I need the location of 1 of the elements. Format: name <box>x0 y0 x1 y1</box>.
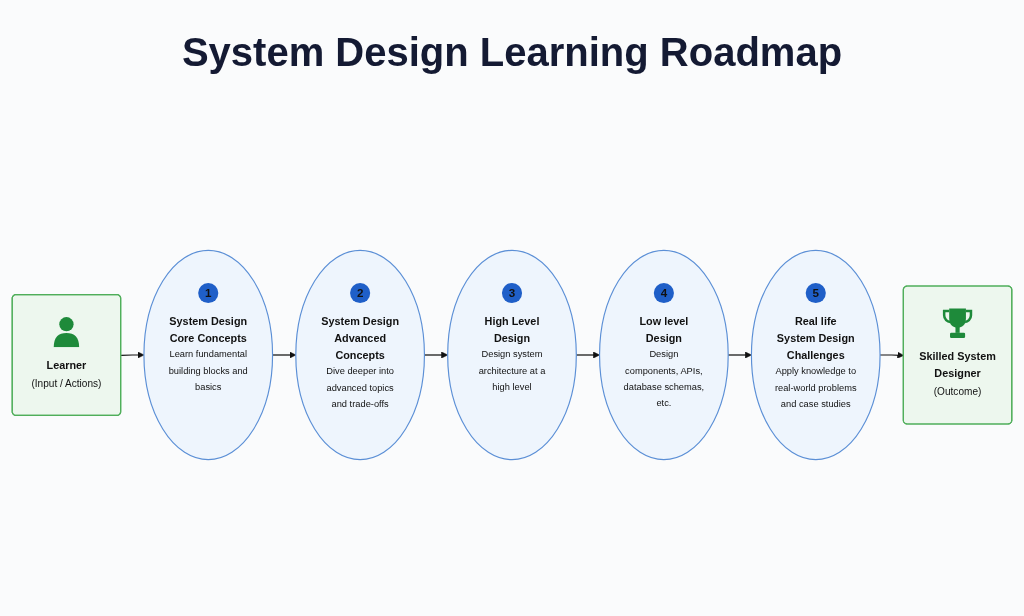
diagram-title: System Design Learning Roadmap <box>181 30 843 75</box>
